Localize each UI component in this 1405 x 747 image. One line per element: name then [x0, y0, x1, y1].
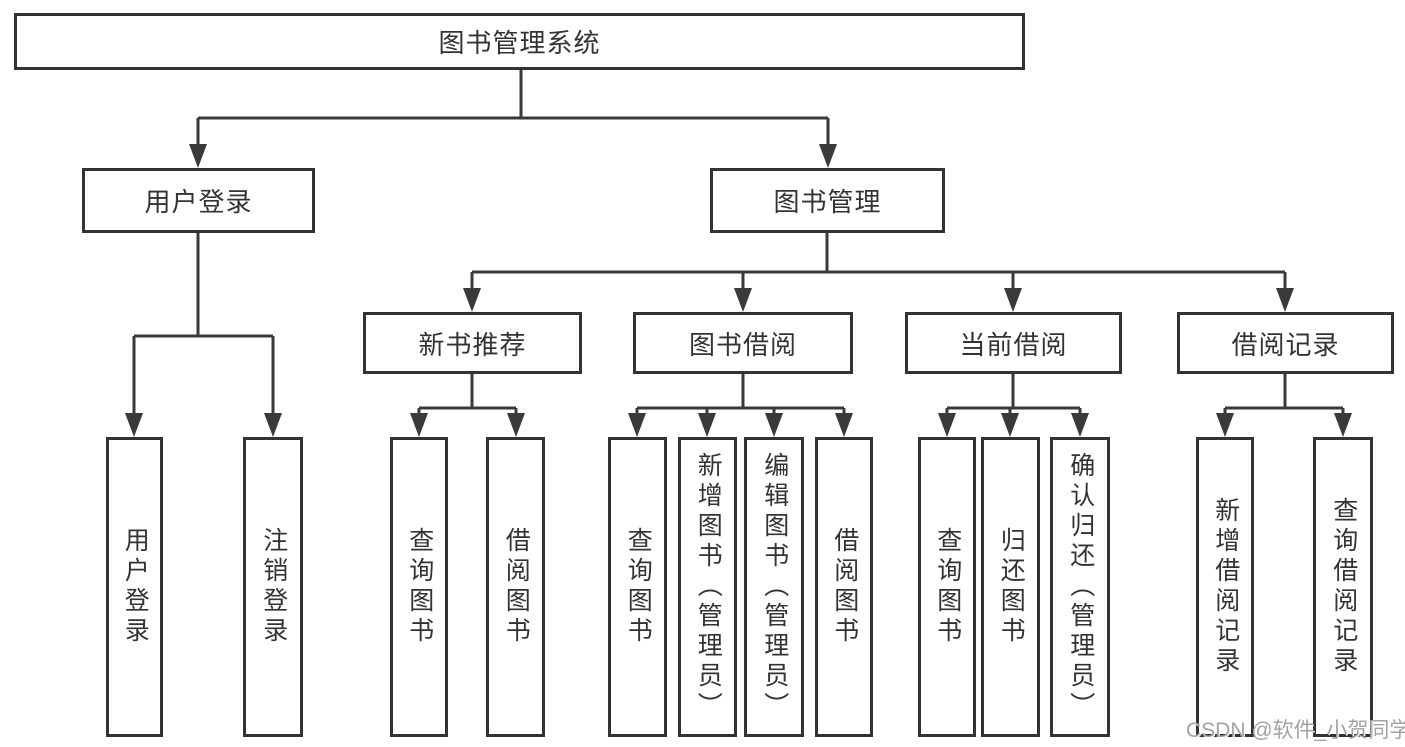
leaf-return-books: 归还图书	[981, 437, 1040, 737]
leaf-borrow-books-recommend: 借阅图书	[486, 437, 545, 737]
leaf-query-borrow-record: 查询借阅记录	[1313, 437, 1373, 737]
node-current-borrow: 当前借阅	[905, 312, 1122, 374]
node-root-label: 图书管理系统	[438, 28, 601, 58]
leaf-add-borrow-record: 新增借阅记录	[1196, 437, 1254, 737]
leaf-query-books-recommend: 查询图书	[390, 437, 448, 737]
leaf-user-login: 用户登录	[106, 437, 163, 737]
leaf-borrow-books-recommend-label: 借阅图书	[502, 527, 531, 647]
node-root: 图书管理系统	[14, 13, 1025, 70]
node-book-borrow: 图书借阅	[633, 312, 853, 374]
leaf-borrow-books-label: 借阅图书	[830, 527, 859, 647]
node-book-borrow-label: 图书借阅	[688, 329, 797, 360]
leaf-confirm-return-admin-label: 确认归还（管理员）	[1066, 452, 1095, 722]
leaf-query-books-recommend-label: 查询图书	[405, 527, 434, 647]
leaf-query-borrow-record-label: 查询借阅记录	[1329, 497, 1358, 677]
leaf-confirm-return-admin: 确认归还（管理员）	[1050, 437, 1110, 737]
node-user-login-label: 用户登录	[144, 187, 253, 217]
leaf-logout: 注销登录	[243, 437, 303, 737]
leaf-query-books-borrow: 查询图书	[608, 437, 667, 737]
node-borrow-records-label: 借阅记录	[1231, 329, 1340, 360]
node-current-borrow-label: 当前借阅	[959, 329, 1068, 360]
leaf-edit-book-admin-label: 编辑图书（管理员）	[760, 452, 789, 722]
leaf-edit-book-admin: 编辑图书（管理员）	[744, 437, 804, 737]
leaf-query-books-borrow-label: 查询图书	[624, 527, 653, 647]
leaf-query-books-current-label: 查询图书	[933, 527, 962, 647]
leaf-query-books-current: 查询图书	[918, 437, 976, 737]
leaf-borrow-books: 借阅图书	[815, 437, 873, 737]
node-new-book-recommend: 新书推荐	[363, 312, 582, 374]
leaf-add-book-admin-label: 新增图书（管理员）	[694, 452, 723, 722]
leaf-add-book-admin: 新增图书（管理员）	[678, 437, 737, 737]
leaf-add-borrow-record-label: 新增借阅记录	[1211, 497, 1240, 677]
node-book-management-label: 图书管理	[773, 187, 882, 217]
leaf-user-login-label: 用户登录	[121, 527, 150, 647]
leaf-logout-label: 注销登录	[259, 527, 288, 647]
leaf-return-books-label: 归还图书	[997, 527, 1026, 647]
node-user-login: 用户登录	[82, 168, 315, 233]
csdn-watermark: CSDN @软件_小贺同学	[1186, 719, 1405, 742]
node-borrow-records: 借阅记录	[1177, 312, 1394, 374]
node-new-book-recommend-label: 新书推荐	[418, 329, 527, 360]
node-book-management: 图书管理	[710, 168, 945, 233]
